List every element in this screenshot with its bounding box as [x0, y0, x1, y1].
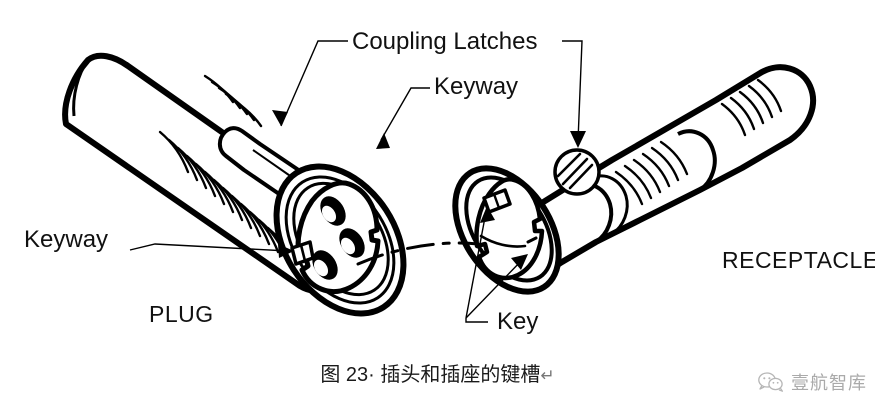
figure-caption: 图 23· 插头和插座的键槽↵: [0, 358, 875, 387]
watermark: 壹航智库: [758, 369, 867, 395]
receptacle-latch-pin-hatching: [556, 152, 594, 190]
receptacle-bore-guide-line: [479, 234, 527, 248]
receptacle-knurl-band-rear: [720, 78, 783, 137]
arrowhead-receptacle-latch: [570, 131, 586, 148]
mating-alignment-dashed-line: [356, 241, 480, 266]
arrowhead-key-upper: [480, 206, 495, 223]
label-receptacle: RECEPTACLE: [722, 247, 875, 273]
plug-assembly: [62, 52, 407, 317]
label-key: Key: [497, 308, 539, 335]
receptacle-rear-flange: [677, 129, 717, 192]
receptacle-bore-guide-dash: [526, 236, 538, 244]
leader-coupling-to-receptacle: [562, 40, 583, 142]
label-plug: PLUG: [149, 301, 214, 327]
plug-knurl-band-rear: [203, 74, 263, 128]
receptacle-assembly: [452, 64, 817, 295]
receptacle-bore-with-keys: [474, 177, 545, 281]
plug-socket-hole-1-highlight: [321, 205, 337, 223]
label-coupling-latches: Coupling Latches: [352, 28, 538, 55]
label-keyway-left: Keyway: [24, 226, 109, 253]
arrowhead-keyway-top: [376, 133, 390, 149]
leader-key-to-upper: [465, 211, 487, 319]
pilcrow-mark: ↵: [540, 366, 555, 385]
leader-key-to-lower: [465, 257, 525, 319]
plug-socket-hole-3-highlight: [313, 259, 329, 277]
leader-lines: [129, 40, 583, 323]
plug-latch-slot-inner-line: [252, 149, 297, 181]
wechat-icon: [758, 372, 784, 392]
leader-arrowheads: [272, 110, 586, 270]
arrowhead-plug-latch: [272, 110, 288, 126]
leader-keyway-top: [380, 87, 430, 141]
receptacle-knurl-band-front: [614, 140, 689, 206]
plug-knurl-band-main: [158, 130, 298, 270]
arrowhead-keyway-left: [278, 244, 294, 258]
arrowhead-key-lower: [511, 254, 528, 270]
leader-keyway-left: [129, 243, 289, 252]
leader-key-junction: [465, 318, 488, 323]
receptacle-coupling-latch-pin: [553, 148, 601, 196]
plug-rear-cap: [72, 59, 90, 117]
label-keyway-top: Keyway: [434, 73, 519, 100]
figure-caption-text: 图 23· 插头和插座的键槽: [320, 364, 541, 386]
receptacle-key-upper-divider: [492, 193, 501, 209]
leader-coupling-to-plug: [280, 40, 348, 127]
plug-socket-hole-2-highlight: [340, 237, 356, 255]
receptacle-collar-step-2: [591, 174, 629, 236]
plug-keyway-notch-left-divider: [299, 244, 307, 262]
watermark-text: 壹航智库: [791, 373, 867, 393]
